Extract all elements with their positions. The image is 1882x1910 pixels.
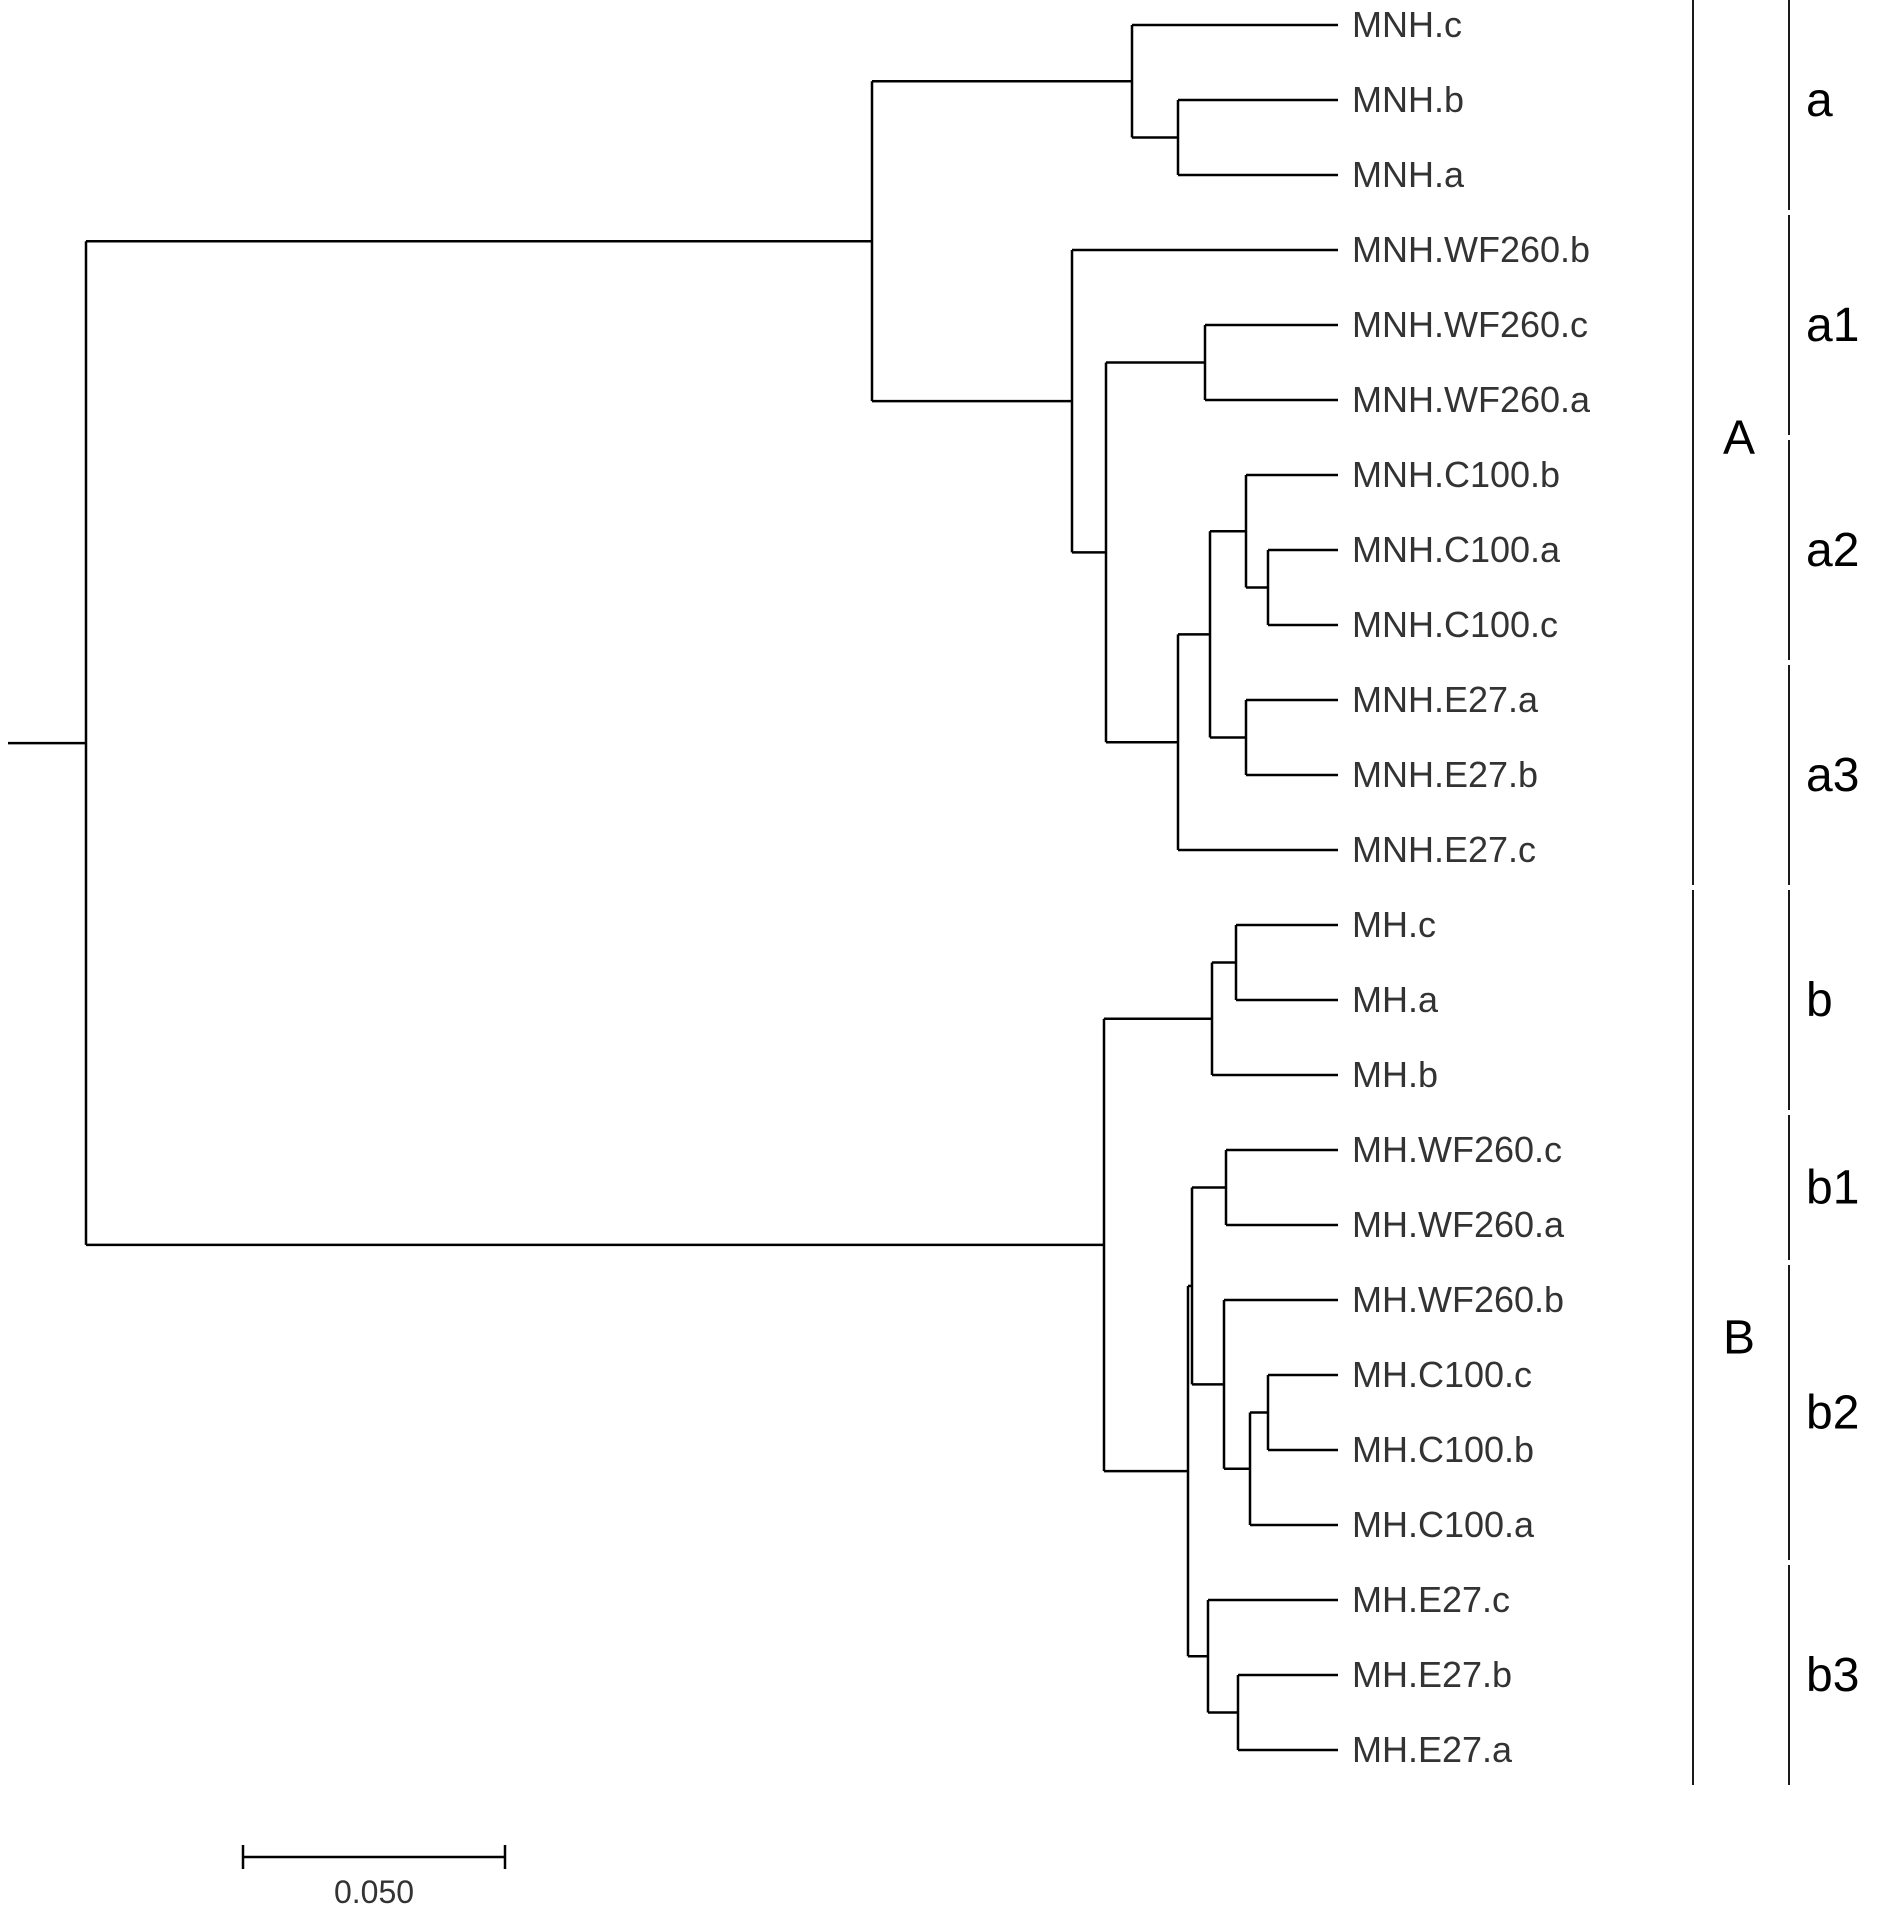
leaf-label: MNH.C100.a [1352, 529, 1561, 570]
leaf-label: MNH.E27.b [1352, 754, 1538, 795]
leaf-label: MH.E27.c [1352, 1579, 1510, 1620]
leaf-label: MNH.WF260.b [1352, 229, 1590, 270]
leaf-label: MNH.C100.c [1352, 604, 1558, 645]
clade-label: a3 [1806, 749, 1859, 802]
leaf-label: MNH.a [1352, 154, 1465, 195]
leaf-label: MH.WF260.b [1352, 1279, 1564, 1320]
leaf-label: MH.E27.a [1352, 1729, 1513, 1770]
clade-label: b1 [1806, 1162, 1859, 1215]
clade-label: a1 [1806, 299, 1859, 352]
leaf-label: MH.E27.b [1352, 1654, 1512, 1695]
leaf-label: MNH.E27.c [1352, 829, 1536, 870]
leaf-label: MH.WF260.a [1352, 1204, 1565, 1245]
clade-label: B [1723, 1312, 1755, 1365]
scale-bar: 0.050 [241, 1845, 507, 1910]
clade-label: b3 [1806, 1649, 1859, 1702]
leaf-label: MNH.E27.a [1352, 679, 1539, 720]
leaf-label: MH.b [1352, 1054, 1438, 1095]
clade-label: b2 [1806, 1387, 1859, 1440]
leaf-label: MH.C100.c [1352, 1354, 1532, 1395]
leaf-label: MNH.c [1352, 4, 1462, 45]
leaf-label: MNH.b [1352, 79, 1464, 120]
scale-bar-label: 0.050 [334, 1874, 414, 1910]
sub-clade-brackets: a a1 a2 a3 b b1 b2 b3 [1788, 0, 1859, 1785]
leaf-label: MH.C100.a [1352, 1504, 1535, 1545]
clade-label: a2 [1806, 524, 1859, 577]
leaf-label: MNH.C100.b [1352, 454, 1560, 495]
leaf-label: MH.c [1352, 904, 1436, 945]
major-clade-brackets: AB [1692, 0, 1755, 1785]
clade-label: a [1806, 74, 1833, 127]
leaf-label: MH.C100.b [1352, 1429, 1534, 1470]
leaf-label: MNH.WF260.a [1352, 379, 1591, 420]
leaf-label: MH.a [1352, 979, 1439, 1020]
clade-label: b [1806, 974, 1833, 1027]
leaf-label: MNH.WF260.c [1352, 304, 1588, 345]
leaf-labels: MNH.cMNH.bMNH.aMNH.WF260.bMNH.WF260.cMNH… [1352, 4, 1591, 1770]
clade-label: A [1723, 412, 1755, 465]
tree-branches [8, 23, 1338, 1752]
leaf-label: MH.WF260.c [1352, 1129, 1562, 1170]
